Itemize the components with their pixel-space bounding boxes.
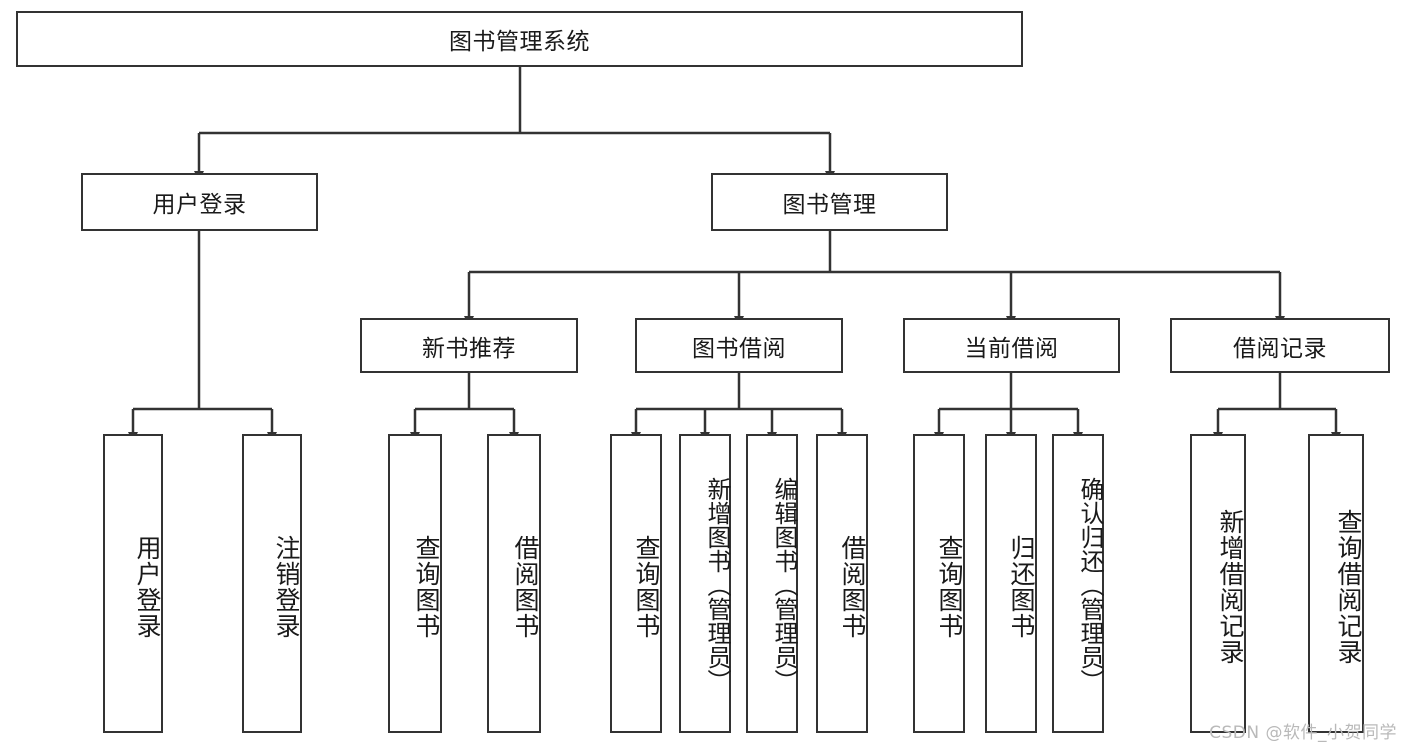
node-level2-1[interactable]: 图书管理: [711, 173, 948, 231]
node-label: 查询图书: [412, 534, 441, 639]
node-level3-2[interactable]: 当前借阅: [903, 318, 1120, 373]
node-level2-0[interactable]: 用户登录: [81, 173, 318, 231]
node-label: 新增借阅记录: [1216, 508, 1245, 665]
node-level3-3[interactable]: 借阅记录: [1170, 318, 1390, 373]
node-label: 新书推荐: [422, 335, 516, 362]
node-leaf-3[interactable]: 借阅图书: [487, 434, 541, 733]
node-label: 当前借阅: [964, 335, 1059, 362]
node-level3-0[interactable]: 新书推荐: [360, 318, 578, 373]
node-leaf-11[interactable]: 新增借阅记录: [1190, 434, 1246, 733]
node-leaf-2[interactable]: 查询图书: [388, 434, 442, 733]
node-level3-1[interactable]: 图书借阅: [635, 318, 843, 373]
node-label: 查询图书: [935, 534, 964, 639]
node-leaf-6[interactable]: 编辑图书（管理员）: [746, 434, 798, 733]
node-label: 借阅图书: [511, 534, 540, 639]
node-label: 用户登录: [133, 534, 162, 639]
node-leaf-4[interactable]: 查询图书: [610, 434, 662, 733]
node-label: 图书借阅: [692, 335, 786, 362]
node-leaf-8[interactable]: 查询图书: [913, 434, 965, 733]
node-leaf-0[interactable]: 用户登录: [103, 434, 163, 733]
node-label: 用户登录: [152, 192, 247, 218]
node-leaf-1[interactable]: 注销登录: [242, 434, 302, 733]
node-leaf-5[interactable]: 新增图书（管理员）: [679, 434, 731, 733]
node-label: 确认归还（管理员）: [1076, 476, 1104, 693]
watermark-label: CSDN @软件_小贺同学: [1209, 723, 1397, 743]
node-label: 注销登录: [272, 534, 301, 639]
node-label: 编辑图书（管理员）: [770, 476, 798, 693]
node-label: 归还图书: [1007, 534, 1036, 639]
node-label: 图书管理系统: [449, 29, 590, 55]
node-label: 新增图书（管理员）: [703, 476, 731, 693]
node-label: 借阅记录: [1233, 335, 1327, 362]
node-label: 查询图书: [632, 534, 661, 639]
node-leaf-12[interactable]: 查询借阅记录: [1308, 434, 1364, 733]
node-label: 图书管理: [782, 192, 877, 218]
node-leaf-7[interactable]: 借阅图书: [816, 434, 868, 733]
node-leaf-10[interactable]: 确认归还（管理员）: [1052, 434, 1104, 733]
node-root-图书管理系统[interactable]: 图书管理系统: [16, 11, 1023, 67]
node-label: 借阅图书: [838, 534, 867, 639]
node-label: 查询借阅记录: [1334, 508, 1363, 665]
node-leaf-9[interactable]: 归还图书: [985, 434, 1037, 733]
